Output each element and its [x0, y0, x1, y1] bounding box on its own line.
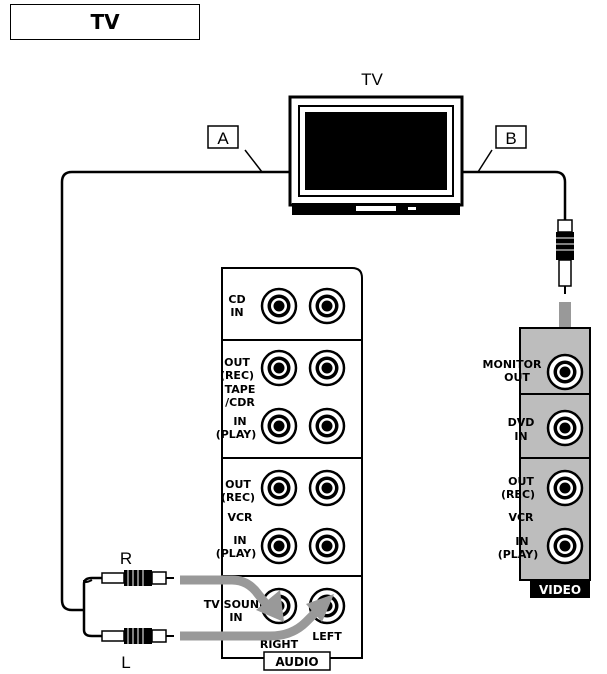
monitor-out-label: OUT [504, 371, 530, 384]
audio-rca-plug-r [101, 569, 175, 587]
cd-in-right-jack[interactable] [260, 287, 298, 325]
tv-sound-label: TV SOUND [204, 598, 268, 611]
vcr-video-out-label: OUT [508, 475, 534, 488]
cable-b-label: B [505, 129, 516, 148]
tape-out-left-jack[interactable] [308, 349, 346, 387]
vcr-video-out-jack[interactable] [546, 469, 584, 507]
vcr-video-in-label: IN [515, 535, 528, 548]
audio-insert-arrow-l [180, 594, 334, 641]
tape-out-right-jack[interactable] [260, 349, 298, 387]
vcr-rec-label: (REC) [221, 491, 255, 504]
tv-sound-in-label: IN [229, 611, 242, 624]
dvd-in-label: IN [514, 430, 527, 443]
cable-a-tag [207, 125, 239, 149]
tape-in-left-jack[interactable] [308, 407, 346, 445]
monitor-label: MONITOR [483, 358, 542, 371]
tv-icon [288, 95, 464, 215]
cable-b [462, 170, 567, 220]
vcr-video-rec-label: (REC) [501, 488, 535, 501]
right-channel-label: RIGHT [260, 638, 299, 651]
video-rca-plug [556, 219, 574, 294]
cable-a [60, 170, 291, 638]
cable-b-tag [495, 125, 527, 149]
monitor-out-jack[interactable] [546, 353, 584, 391]
cable-b-leader [477, 149, 493, 173]
vcr-in-label: IN [233, 534, 246, 547]
vcr-in-right-jack[interactable] [260, 527, 298, 565]
cdr-name-label: /CDR [225, 396, 255, 409]
tape-out-label: OUT [224, 356, 250, 369]
audio-rca-plug-l [101, 627, 175, 645]
dvd-in-jack[interactable] [546, 409, 584, 447]
vcr-out-label: OUT [225, 478, 251, 491]
cd-in-left-jack[interactable] [308, 287, 346, 325]
cd-in-label: IN [230, 306, 243, 319]
vcr-video-play-label: (PLAY) [498, 548, 539, 561]
tape-in-right-jack[interactable] [260, 407, 298, 445]
video-footer-label: VIDEO [539, 583, 581, 597]
vcr-video-name-label: VCR [508, 511, 534, 524]
audio-insert-arrow-r [180, 575, 284, 622]
audio-footer-label: AUDIO [275, 655, 318, 669]
page-title: TV [10, 4, 200, 40]
vcr-out-left-jack[interactable] [308, 469, 346, 507]
plug-r-label: R [120, 549, 132, 568]
vcr-in-left-jack[interactable] [308, 527, 346, 565]
left-channel-label: LEFT [312, 630, 342, 643]
cable-a-label: A [217, 129, 229, 148]
dvd-label: DVD [508, 416, 535, 429]
vcr-play-label: (PLAY) [216, 547, 257, 560]
tape-rec-label: (REC) [220, 369, 254, 382]
plug-l-label: L [121, 653, 130, 672]
audio-footer-box [263, 651, 331, 671]
tape-play-label: (PLAY) [216, 428, 257, 441]
cable-a-leader [244, 149, 263, 173]
vcr-video-in-jack[interactable] [546, 527, 584, 565]
tape-name-label: TAPE [225, 383, 256, 396]
tv-label: TV [361, 70, 383, 89]
tape-in-label: IN [233, 415, 246, 428]
vcr-name-label: VCR [227, 511, 253, 524]
cd-label: CD [228, 293, 245, 306]
vcr-out-right-jack[interactable] [260, 469, 298, 507]
